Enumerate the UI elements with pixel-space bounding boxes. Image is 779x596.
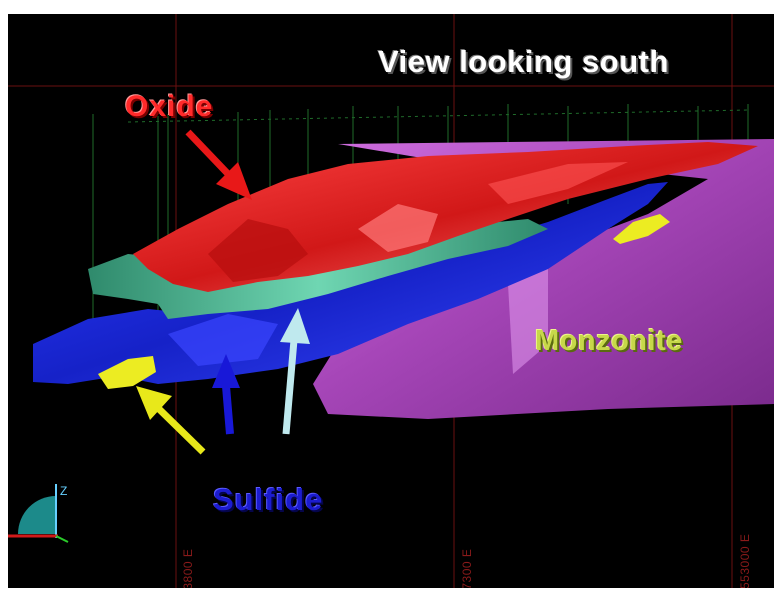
grid-easting-label: 553800 E — [181, 549, 195, 588]
axis-triad — [8, 484, 68, 542]
monzonite-label: Monzonite — [535, 327, 683, 356]
grid-easting-label: 553000 E — [738, 534, 752, 588]
sulfide-label: Sulfide — [213, 484, 323, 515]
view-title: View looking south — [378, 46, 669, 77]
3d-viewport: View looking south Oxide Monzonite Sulfi… — [8, 14, 774, 588]
oxide-label: Oxide — [125, 92, 213, 122]
geology-model — [8, 14, 774, 588]
red-arrow — [188, 132, 252, 200]
grid-easting-label: 557300 E — [460, 549, 474, 588]
axis-z-label: Z — [60, 484, 67, 498]
yellow-arrow — [136, 386, 203, 452]
